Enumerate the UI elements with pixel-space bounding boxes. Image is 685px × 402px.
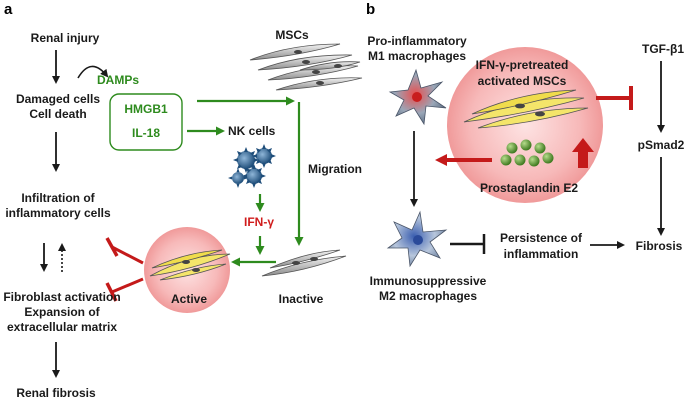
fibrosis-label: Fibrosis	[636, 239, 683, 253]
cell-death-label: Cell death	[29, 107, 86, 121]
m1-label-2: M1 macrophages	[368, 49, 466, 63]
migration-label: Migration	[308, 162, 362, 176]
inhibit-fibroblast	[105, 277, 144, 302]
persistence-label-2: inflammation	[504, 247, 579, 261]
nk-cells-label: NK cells	[228, 124, 276, 138]
prostaglandin-balls	[500, 139, 554, 167]
m1-macrophage-icon	[388, 68, 447, 126]
active-msc-cells	[149, 249, 231, 281]
fibroblast-label-2: Expansion of	[24, 305, 100, 319]
inhibit-persistence	[450, 234, 486, 254]
activated-msc-circle	[447, 47, 603, 203]
inhibit-infiltration	[105, 237, 144, 265]
psmad2-label: pSmad2	[638, 138, 685, 152]
panel-b-letter: b	[366, 1, 375, 18]
active-label: Active	[171, 292, 207, 306]
increase-arrow-icon	[572, 138, 594, 168]
persistence-label-1: Persistence of	[500, 231, 583, 245]
damaged-cells-label: Damaged cells	[16, 92, 100, 106]
ifn-gamma-label: IFN-γ	[244, 215, 274, 229]
activated-msc-cells	[463, 89, 589, 129]
msc-cluster	[249, 43, 363, 91]
inactive-msc-cells	[261, 249, 347, 277]
m2-label-2: M2 macrophages	[379, 289, 477, 303]
hmgb1-label: HMGB1	[124, 102, 168, 116]
m2-macrophage-icon	[386, 210, 448, 268]
damps-box	[109, 93, 183, 151]
renal-injury-label: Renal injury	[31, 31, 100, 45]
m2-label-1: Immunosuppressive	[370, 274, 487, 288]
mscs-label: MSCs	[275, 28, 309, 42]
infiltration-label-2: inflammatory cells	[5, 206, 111, 220]
inhibit-tgf	[596, 86, 633, 110]
pge2-label: Prostaglandin E2	[480, 181, 578, 195]
curved-arrow-release	[77, 65, 109, 79]
nk-cells-icon	[228, 144, 276, 188]
active-msc-circle	[144, 227, 230, 313]
inactive-label: Inactive	[279, 292, 324, 306]
tgf-label: TGF-β1	[642, 42, 684, 56]
msc-pretreated-label-1: IFN-γ-pretreated	[476, 58, 569, 72]
m1-label-1: Pro-inflammatory	[367, 34, 467, 48]
damps-label: DAMPs	[97, 73, 139, 87]
il18-label: IL-18	[132, 126, 160, 140]
renal-fibrosis-label: Renal fibrosis	[16, 386, 96, 400]
fibroblast-label-3: extracellular matrix	[7, 320, 117, 334]
msc-pretreated-label-2: activated MSCs	[478, 74, 567, 88]
fibroblast-label-1: Fibroblast activation	[3, 290, 120, 304]
panel-a-letter: a	[4, 1, 13, 18]
infiltration-label-1: Infiltration of	[21, 191, 95, 205]
